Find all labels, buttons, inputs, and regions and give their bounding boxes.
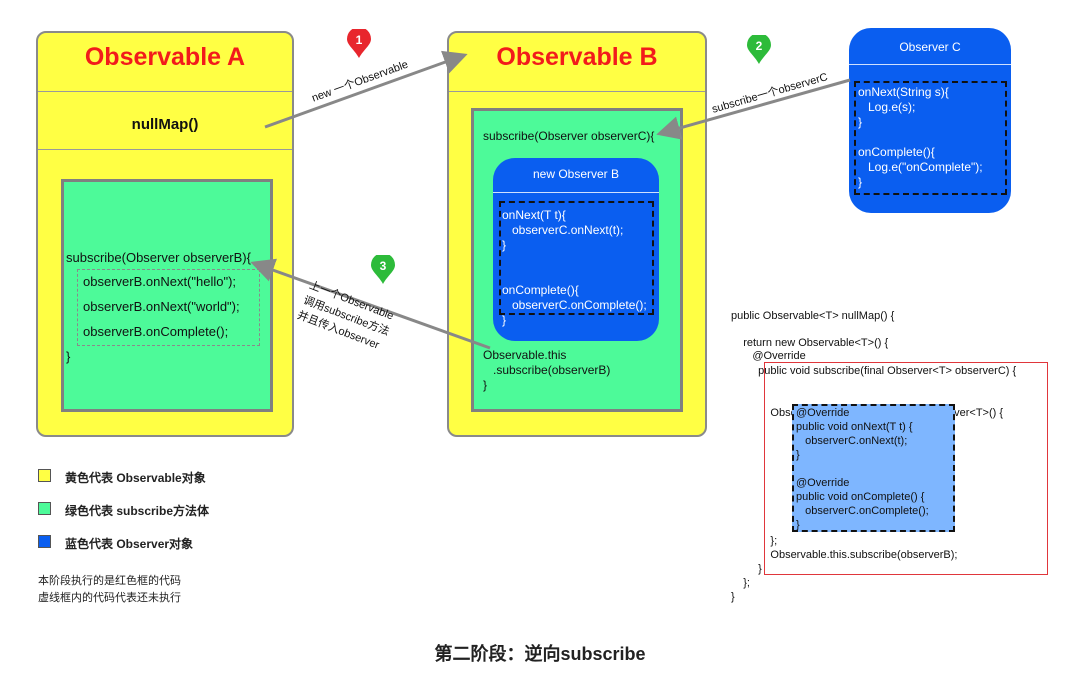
legend-swatch-yellow bbox=[38, 469, 51, 482]
divider bbox=[849, 64, 1011, 65]
legend-yellow: 黄色代表 Observable对象 bbox=[65, 471, 206, 485]
step-number: 2 bbox=[756, 39, 763, 53]
diagram-caption: 第二阶段：逆向subscribe bbox=[434, 644, 646, 664]
code-line: public Observable<T> nullMap() { bbox=[731, 310, 895, 322]
observable-this-subscribe: Observable.this .subscribe(observerB) } bbox=[483, 348, 611, 392]
pending-code-box-a bbox=[77, 269, 260, 346]
code-line: } bbox=[731, 591, 735, 603]
code-line: }; bbox=[731, 577, 750, 589]
arrow-3 bbox=[250, 258, 491, 350]
observer-b-code: onNext(T t){ observerC.onNext(t); } onCo… bbox=[502, 208, 647, 327]
subscribe-call-code: }; Observable.this.subscribe(observerB);… bbox=[758, 535, 958, 575]
subscribe-body-a bbox=[61, 179, 273, 412]
subscribe-signature-a: subscribe(Observer observerB){ bbox=[66, 250, 251, 265]
observer-b-override-code: @Override public void onNext(T t) { obse… bbox=[796, 407, 929, 531]
observable-a-title: Observable A bbox=[84, 43, 246, 71]
observer-b-title: new Observer B bbox=[532, 167, 620, 181]
step-marker-2: 2 bbox=[747, 35, 771, 64]
arrow-1 bbox=[264, 50, 468, 129]
observer-c-title: Observer C bbox=[899, 40, 961, 54]
code-line: observerB.onNext("hello"); bbox=[83, 274, 237, 289]
executing-code-box bbox=[764, 362, 1048, 575]
observer-b-box bbox=[493, 158, 659, 341]
legend-green: 绿色代表 subscribe方法体 bbox=[65, 504, 210, 518]
divider bbox=[38, 149, 292, 150]
divider bbox=[493, 192, 659, 193]
observable-b-title: Observable B bbox=[496, 43, 658, 71]
legend-blue: 蓝色代表 Observer对象 bbox=[65, 537, 194, 551]
subscribe-signature-b: subscribe(Observer observerC){ bbox=[483, 129, 655, 143]
legend-swatch-blue bbox=[38, 535, 51, 548]
code-close-brace: } bbox=[66, 349, 71, 364]
code-line: observerB.onComplete(); bbox=[83, 324, 229, 339]
pending-code-box-b bbox=[499, 201, 654, 315]
code-line: observerB.onNext("world"); bbox=[83, 299, 240, 314]
code-line: return new Observable<T>() { bbox=[731, 337, 889, 349]
legend-note-1: 本阶段执行的是红色框的代码 bbox=[38, 575, 181, 587]
pending-code-box-c bbox=[854, 81, 1007, 195]
step-number: 3 bbox=[380, 259, 387, 273]
divider bbox=[38, 91, 292, 92]
observer-c-box bbox=[849, 28, 1011, 213]
arrow-2 bbox=[656, 78, 851, 140]
step-marker-1: 1 bbox=[347, 29, 371, 58]
observable-a-method: nullMap() bbox=[131, 116, 199, 133]
step-number: 1 bbox=[356, 33, 363, 47]
observer-c-code: onNext(String s){ Log.e(s); } onComplete… bbox=[858, 85, 983, 189]
legend-note-2: 虚线框内的代码代表还未执行 bbox=[38, 592, 181, 604]
step-marker-3: 3 bbox=[371, 255, 395, 284]
divider bbox=[449, 91, 705, 92]
pending-observer-b-code bbox=[792, 404, 955, 532]
legend-swatch-green bbox=[38, 502, 51, 515]
code-line: @Override bbox=[731, 350, 806, 362]
